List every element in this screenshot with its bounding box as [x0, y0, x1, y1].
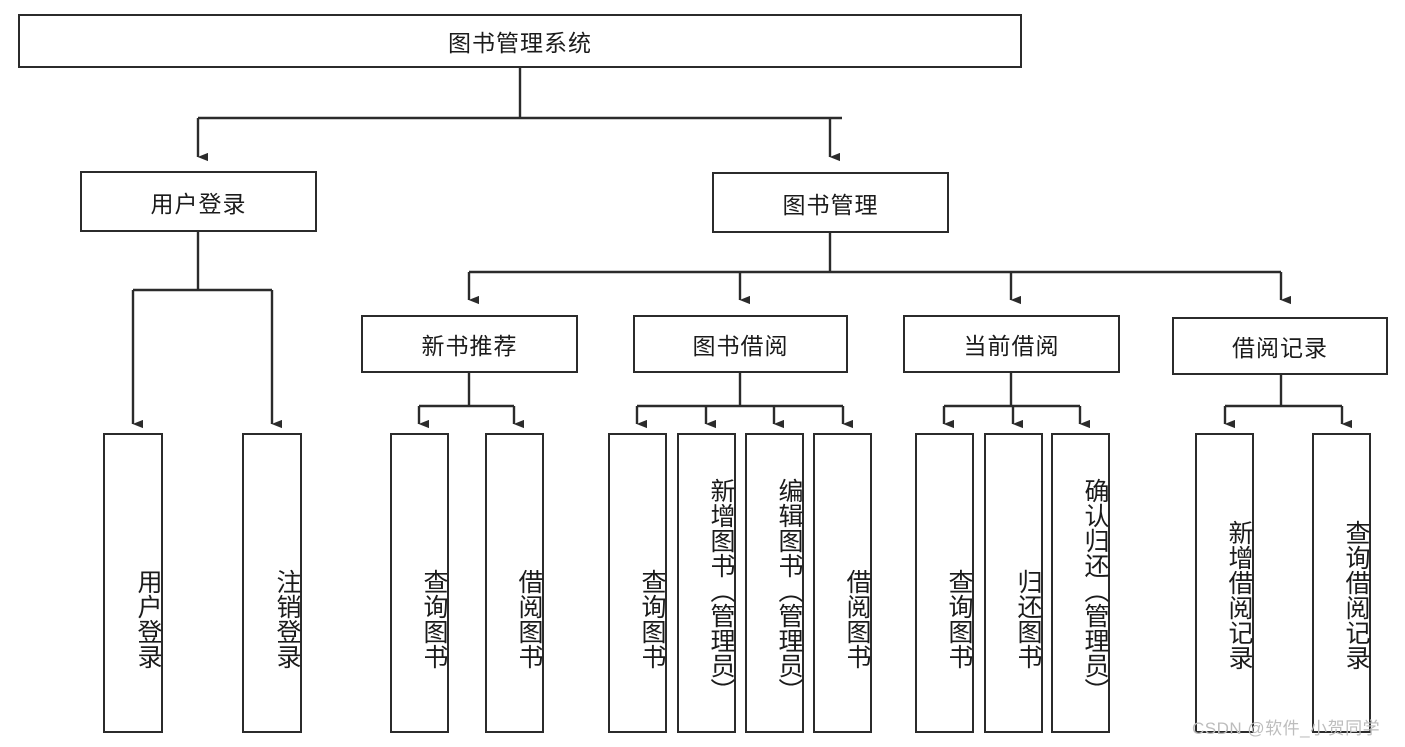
- node-label: 借阅图书: [843, 569, 871, 669]
- leaf-borrow-book-borrow[interactable]: 借阅图书: [813, 433, 872, 733]
- node-label: 图书管理系统: [448, 30, 592, 56]
- node-label: 用户登录: [150, 190, 247, 217]
- leaf-add-borrow-record[interactable]: 新增借阅记录: [1195, 433, 1254, 733]
- node-label: 图书借阅: [692, 333, 789, 359]
- leaf-add-book-admin[interactable]: 新增图书（管理员）: [677, 433, 736, 733]
- node-label: 编辑图书（管理员）: [775, 477, 803, 703]
- leaf-user-login[interactable]: 用户登录: [103, 433, 163, 733]
- node-label: 查询图书: [420, 569, 448, 669]
- node-label: 注销登录: [273, 569, 301, 669]
- node-root-system[interactable]: 图书管理系统: [18, 14, 1022, 68]
- node-borrow-record[interactable]: 借阅记录: [1172, 317, 1388, 375]
- node-label: 借阅记录: [1232, 335, 1328, 361]
- node-book-borrow[interactable]: 图书借阅: [633, 315, 848, 373]
- node-label: 归还图书: [1014, 569, 1042, 669]
- leaf-query-book-borrow[interactable]: 查询图书: [608, 433, 667, 733]
- node-label: 新增借阅记录: [1225, 520, 1253, 670]
- leaf-query-book-recommend[interactable]: 查询图书: [390, 433, 449, 733]
- node-label: 用户登录: [134, 569, 162, 669]
- leaf-logout-login[interactable]: 注销登录: [242, 433, 302, 733]
- leaf-query-borrow-record[interactable]: 查询借阅记录: [1312, 433, 1371, 733]
- node-label: 查询图书: [945, 569, 973, 669]
- node-label: 图书管理: [782, 191, 879, 218]
- node-user-login[interactable]: 用户登录: [80, 171, 317, 232]
- node-label: 借阅图书: [515, 569, 543, 669]
- leaf-return-book[interactable]: 归还图书: [984, 433, 1043, 733]
- node-label: 确认归还（管理员）: [1081, 477, 1109, 703]
- leaf-query-book-current[interactable]: 查询图书: [915, 433, 974, 733]
- node-label: 查询借阅记录: [1342, 520, 1370, 670]
- node-label: 新书推荐: [421, 333, 518, 359]
- node-book-manage[interactable]: 图书管理: [712, 172, 949, 233]
- node-label: 查询图书: [638, 569, 666, 669]
- leaf-borrow-book-recommend[interactable]: 借阅图书: [485, 433, 544, 733]
- node-current-borrow[interactable]: 当前借阅: [903, 315, 1120, 373]
- node-label: 当前借阅: [963, 333, 1060, 359]
- node-new-book-recommend[interactable]: 新书推荐: [361, 315, 578, 373]
- leaf-confirm-return-admin[interactable]: 确认归还（管理员）: [1051, 433, 1110, 733]
- node-label: 新增图书（管理员）: [707, 477, 735, 703]
- leaf-edit-book-admin[interactable]: 编辑图书（管理员）: [745, 433, 804, 733]
